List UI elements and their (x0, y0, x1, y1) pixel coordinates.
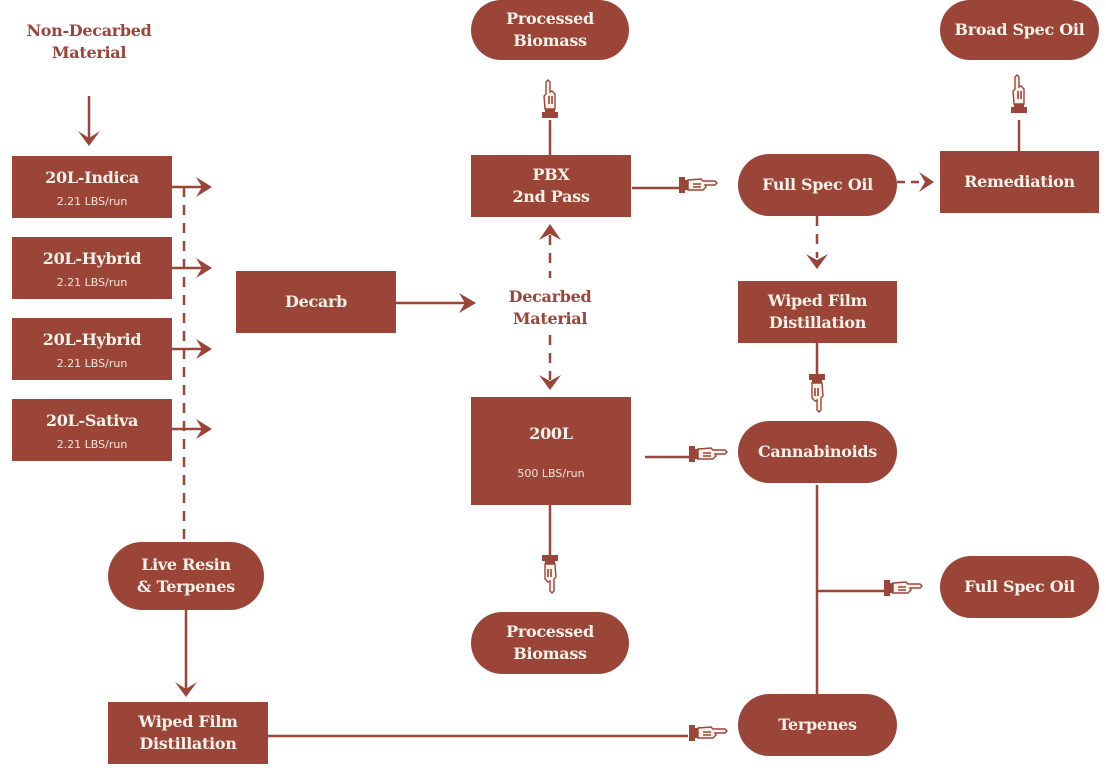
arrow-head-icon (806, 254, 828, 269)
node-title: Decarb (285, 292, 347, 311)
pointing-hand-icon (808, 373, 826, 413)
pbx-2nd-pass-node[interactable]: PBX 2nd Pass (471, 155, 631, 217)
decarbed-material-label: Decarbed Material (495, 286, 605, 330)
node-title: Terpenes (778, 715, 857, 734)
arrow-head-icon (459, 293, 476, 313)
extractor-title: 20L-Hybrid (42, 248, 142, 268)
decarb-node[interactable]: Decarb (236, 271, 396, 333)
node-title: Live Resin & Terpenes (137, 555, 235, 596)
node-title: Cannabinoids (758, 442, 877, 461)
processed-biomass-top-node[interactable]: Processed Biomass (471, 0, 629, 60)
extractor-rate: 2.21 LBS/run (56, 437, 128, 451)
broad-spec-oil-node[interactable]: Broad Spec Oil (940, 0, 1099, 60)
terpenes-node[interactable]: Terpenes (738, 694, 897, 756)
200l-extractor-node[interactable]: 200L 500 LBS/run (471, 397, 631, 505)
node-title: 200L (529, 423, 573, 443)
remediation-node[interactable]: Remediation (940, 151, 1099, 213)
live-resin-terpenes-node[interactable]: Live Resin & Terpenes (108, 542, 264, 610)
pointing-hand-icon (1010, 74, 1028, 114)
extractor-rate: 2.21 LBS/run (56, 275, 128, 289)
pointing-hand-icon (541, 554, 559, 594)
arrow-head-icon (196, 177, 212, 439)
cannabinoids-node[interactable]: Cannabinoids (738, 421, 897, 483)
extractor-20l-hybrid-2[interactable]: 20L-Hybrid 2.21 LBS/run (12, 318, 172, 380)
node-title: Remediation (964, 172, 1075, 191)
extractor-20l-sativa[interactable]: 20L-Sativa 2.21 LBS/run (12, 399, 172, 461)
processed-biomass-bottom-node[interactable]: Processed Biomass (471, 612, 629, 674)
pointing-hand-icon (688, 724, 728, 742)
non-decarbed-material-label: Non-Decarbed Material (20, 20, 158, 64)
extractor-title: 20L-Hybrid (42, 329, 142, 349)
node-title: Processed Biomass (506, 9, 594, 50)
arrow-head-icon (175, 682, 197, 697)
extractor-rate: 2.21 LBS/run (56, 356, 128, 370)
arrow-head-icon (78, 131, 100, 146)
pointing-hand-icon (883, 579, 923, 597)
arrow-head-icon (539, 224, 561, 240)
pointing-hand-icon (688, 445, 728, 463)
full-spec-oil-top-node[interactable]: Full Spec Oil (738, 154, 897, 216)
pointing-hand-icon (678, 176, 718, 194)
node-title: PBX 2nd Pass (512, 165, 590, 206)
extractor-title: 20L-Indica (45, 167, 139, 187)
node-title: Wiped Film Distillation (138, 712, 238, 753)
node-title: Wiped Film Distillation (767, 291, 868, 332)
pointing-hand-icon (541, 79, 559, 119)
wiped-film-distillation-left-node[interactable]: Wiped Film Distillation (108, 702, 268, 764)
full-spec-oil-bottom-node[interactable]: Full Spec Oil (940, 556, 1099, 618)
wiped-film-distillation-right-node[interactable]: Wiped Film Distillation (738, 281, 897, 343)
arrow-head-icon (919, 172, 934, 192)
extractor-rate: 2.21 LBS/run (56, 194, 128, 208)
arrow-head-icon (539, 375, 561, 390)
extractor-20l-indica[interactable]: 20L-Indica 2.21 LBS/run (12, 156, 172, 218)
extractor-rate: 500 LBS/run (517, 466, 585, 480)
node-title: Full Spec Oil (964, 577, 1075, 596)
node-title: Full Spec Oil (762, 175, 873, 194)
extractor-title: 20L-Sativa (45, 410, 139, 430)
node-title: Processed Biomass (506, 622, 594, 663)
extractor-20l-hybrid-1[interactable]: 20L-Hybrid 2.21 LBS/run (12, 237, 172, 299)
node-title: Broad Spec Oil (954, 20, 1085, 39)
